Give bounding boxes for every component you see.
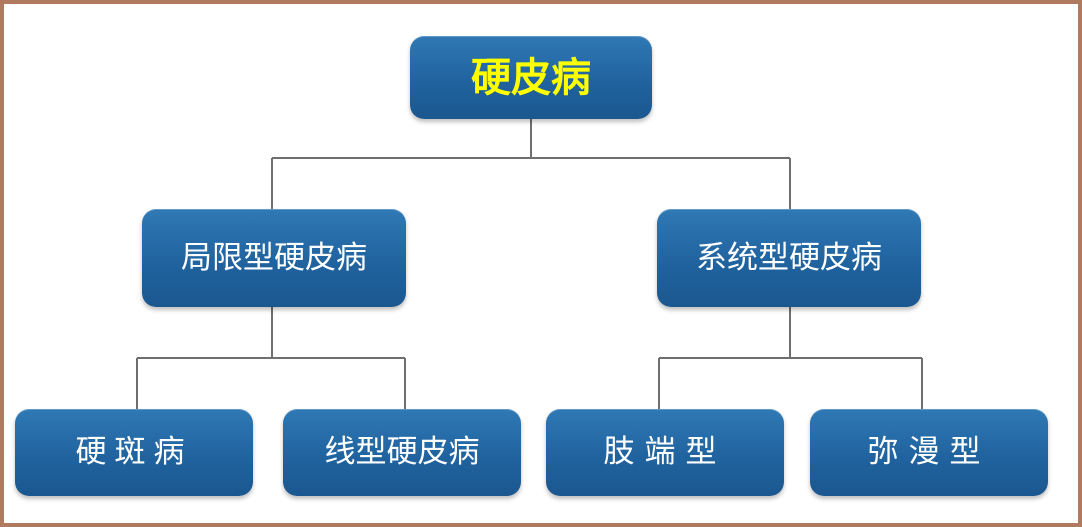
node-localized-scleroderma: 局限型硬皮病 [142,209,406,307]
node-acral-type: 肢端型 [546,409,784,496]
root-node-label: 硬皮病 [471,54,591,101]
root-node: 硬皮病 [410,36,652,119]
node-diffuse-type: 弥漫型 [810,409,1048,496]
node-linear-scleroderma-label: 线型硬皮病 [324,434,480,470]
node-morphea-label: 硬斑病 [75,434,193,470]
node-diffuse-type-label: 弥漫型 [867,434,991,470]
node-linear-scleroderma: 线型硬皮病 [283,409,521,496]
node-morphea: 硬斑病 [15,409,253,496]
node-acral-type-label: 肢端型 [603,434,727,470]
node-systemic-scleroderma: 系统型硬皮病 [657,209,921,307]
node-systemic-scleroderma-label: 系统型硬皮病 [696,239,882,276]
node-localized-scleroderma-label: 局限型硬皮病 [181,239,367,276]
